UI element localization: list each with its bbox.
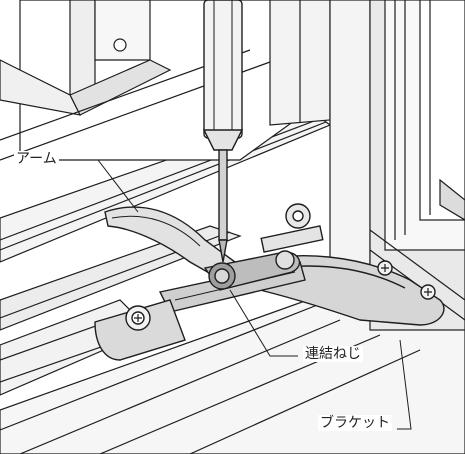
connecting-screw-label: 連結ねじ <box>303 346 363 362</box>
bracket-label: ブラケット <box>318 415 392 431</box>
leader-lines <box>80 159 412 430</box>
screwdriver-icon <box>202 0 244 263</box>
arm-label: アーム <box>14 151 59 167</box>
sash-frame <box>0 0 331 161</box>
screw-icon <box>203 250 301 291</box>
